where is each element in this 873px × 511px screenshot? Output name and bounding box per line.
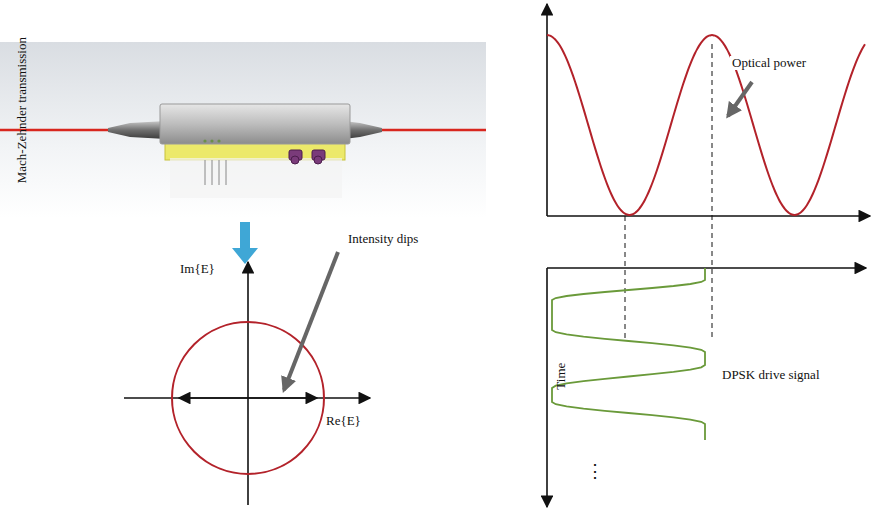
transmission-plot	[547, 4, 870, 340]
annotation-label: Re{E}	[326, 414, 361, 428]
ellipsis: ⋮	[586, 462, 604, 482]
annotation-label: Intensity dips	[348, 232, 418, 246]
modulator-device	[0, 42, 486, 218]
axis-label: Time	[554, 363, 568, 390]
complex-plane	[124, 252, 370, 505]
annotation-label: Optical power	[730, 56, 808, 70]
annotation-label: DPSK drive signal	[722, 368, 820, 382]
drive-signal-plot	[547, 268, 866, 507]
flow-arrow	[232, 222, 258, 264]
annotation-label: Im{E}	[180, 262, 215, 276]
axis-label: Mach-Zehnder transmission	[15, 37, 29, 183]
